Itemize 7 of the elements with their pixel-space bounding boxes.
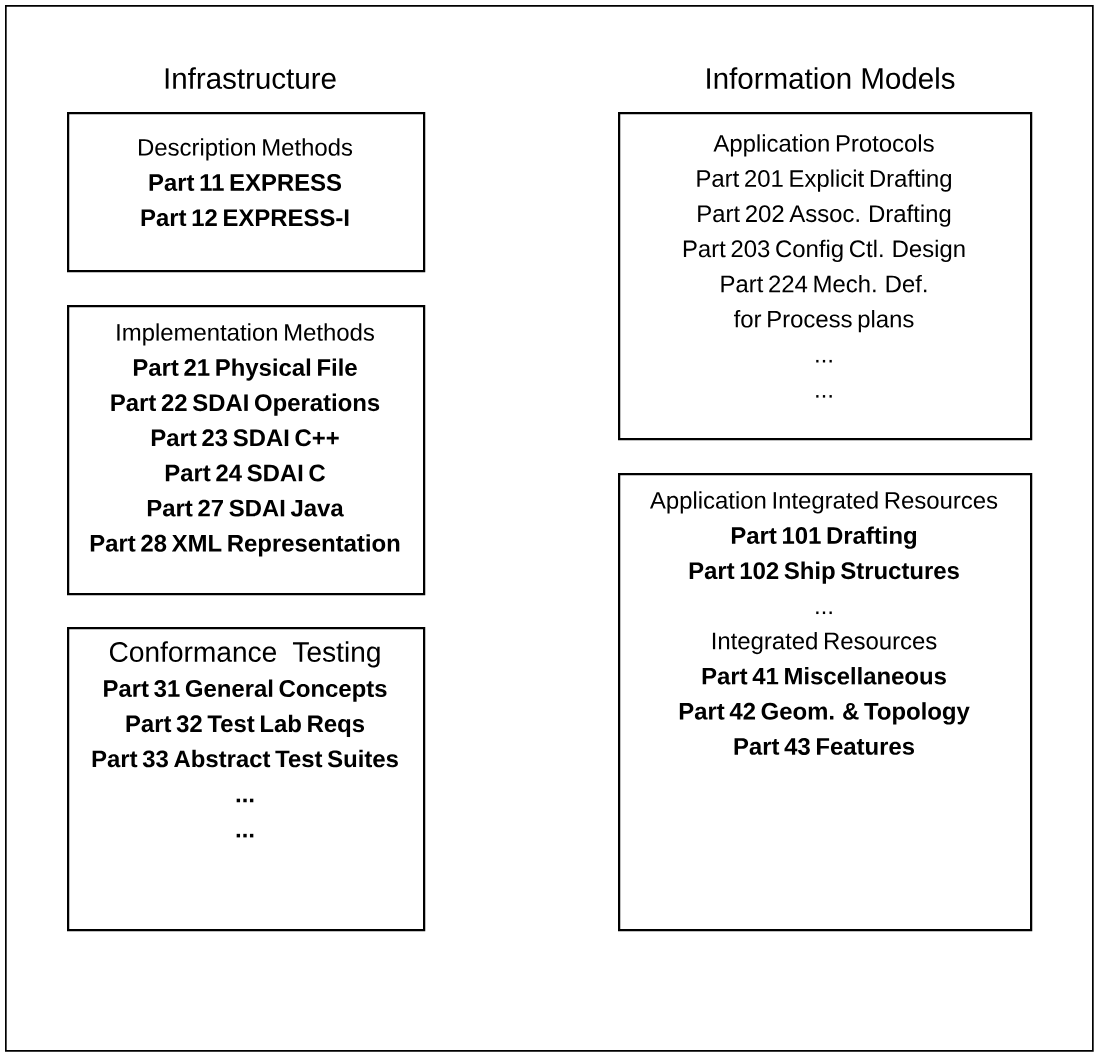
text-box: Application Protocols Part 201 Explicit Drafting Part 202 Assoc. Drafting Part 203 Config Ctl. Design Part 224 Mech. Def. for Process plans ... ... xyxy=(618,112,1033,441)
text-box: Implementation Methods Part 21 Physical File Part 22 SDAI Operations Part 23 SDAI C++ Part 24 SDAI C Part 27 SDAI Java Part 28 XML Representation xyxy=(67,305,426,596)
column-heading: Information Models xyxy=(707,67,955,89)
column-heading: Infrastructure xyxy=(165,67,336,89)
text-box: Description Methods Part 11 EXPRESS Part 12 EXPRESS-I xyxy=(67,112,426,273)
text-box: Conformance Testing Part 31 General Concepts Part 32 Test Lab Reqs Part 33 Abstract Test Suites ... ... xyxy=(67,627,426,932)
text-box: Application Integrated Resources Part 101 Drafting Part 102 Ship Structures ... Integrated Resources Part 41 Miscellaneous Part 42 Geom. & Topology Part 43 Features xyxy=(618,473,1033,932)
